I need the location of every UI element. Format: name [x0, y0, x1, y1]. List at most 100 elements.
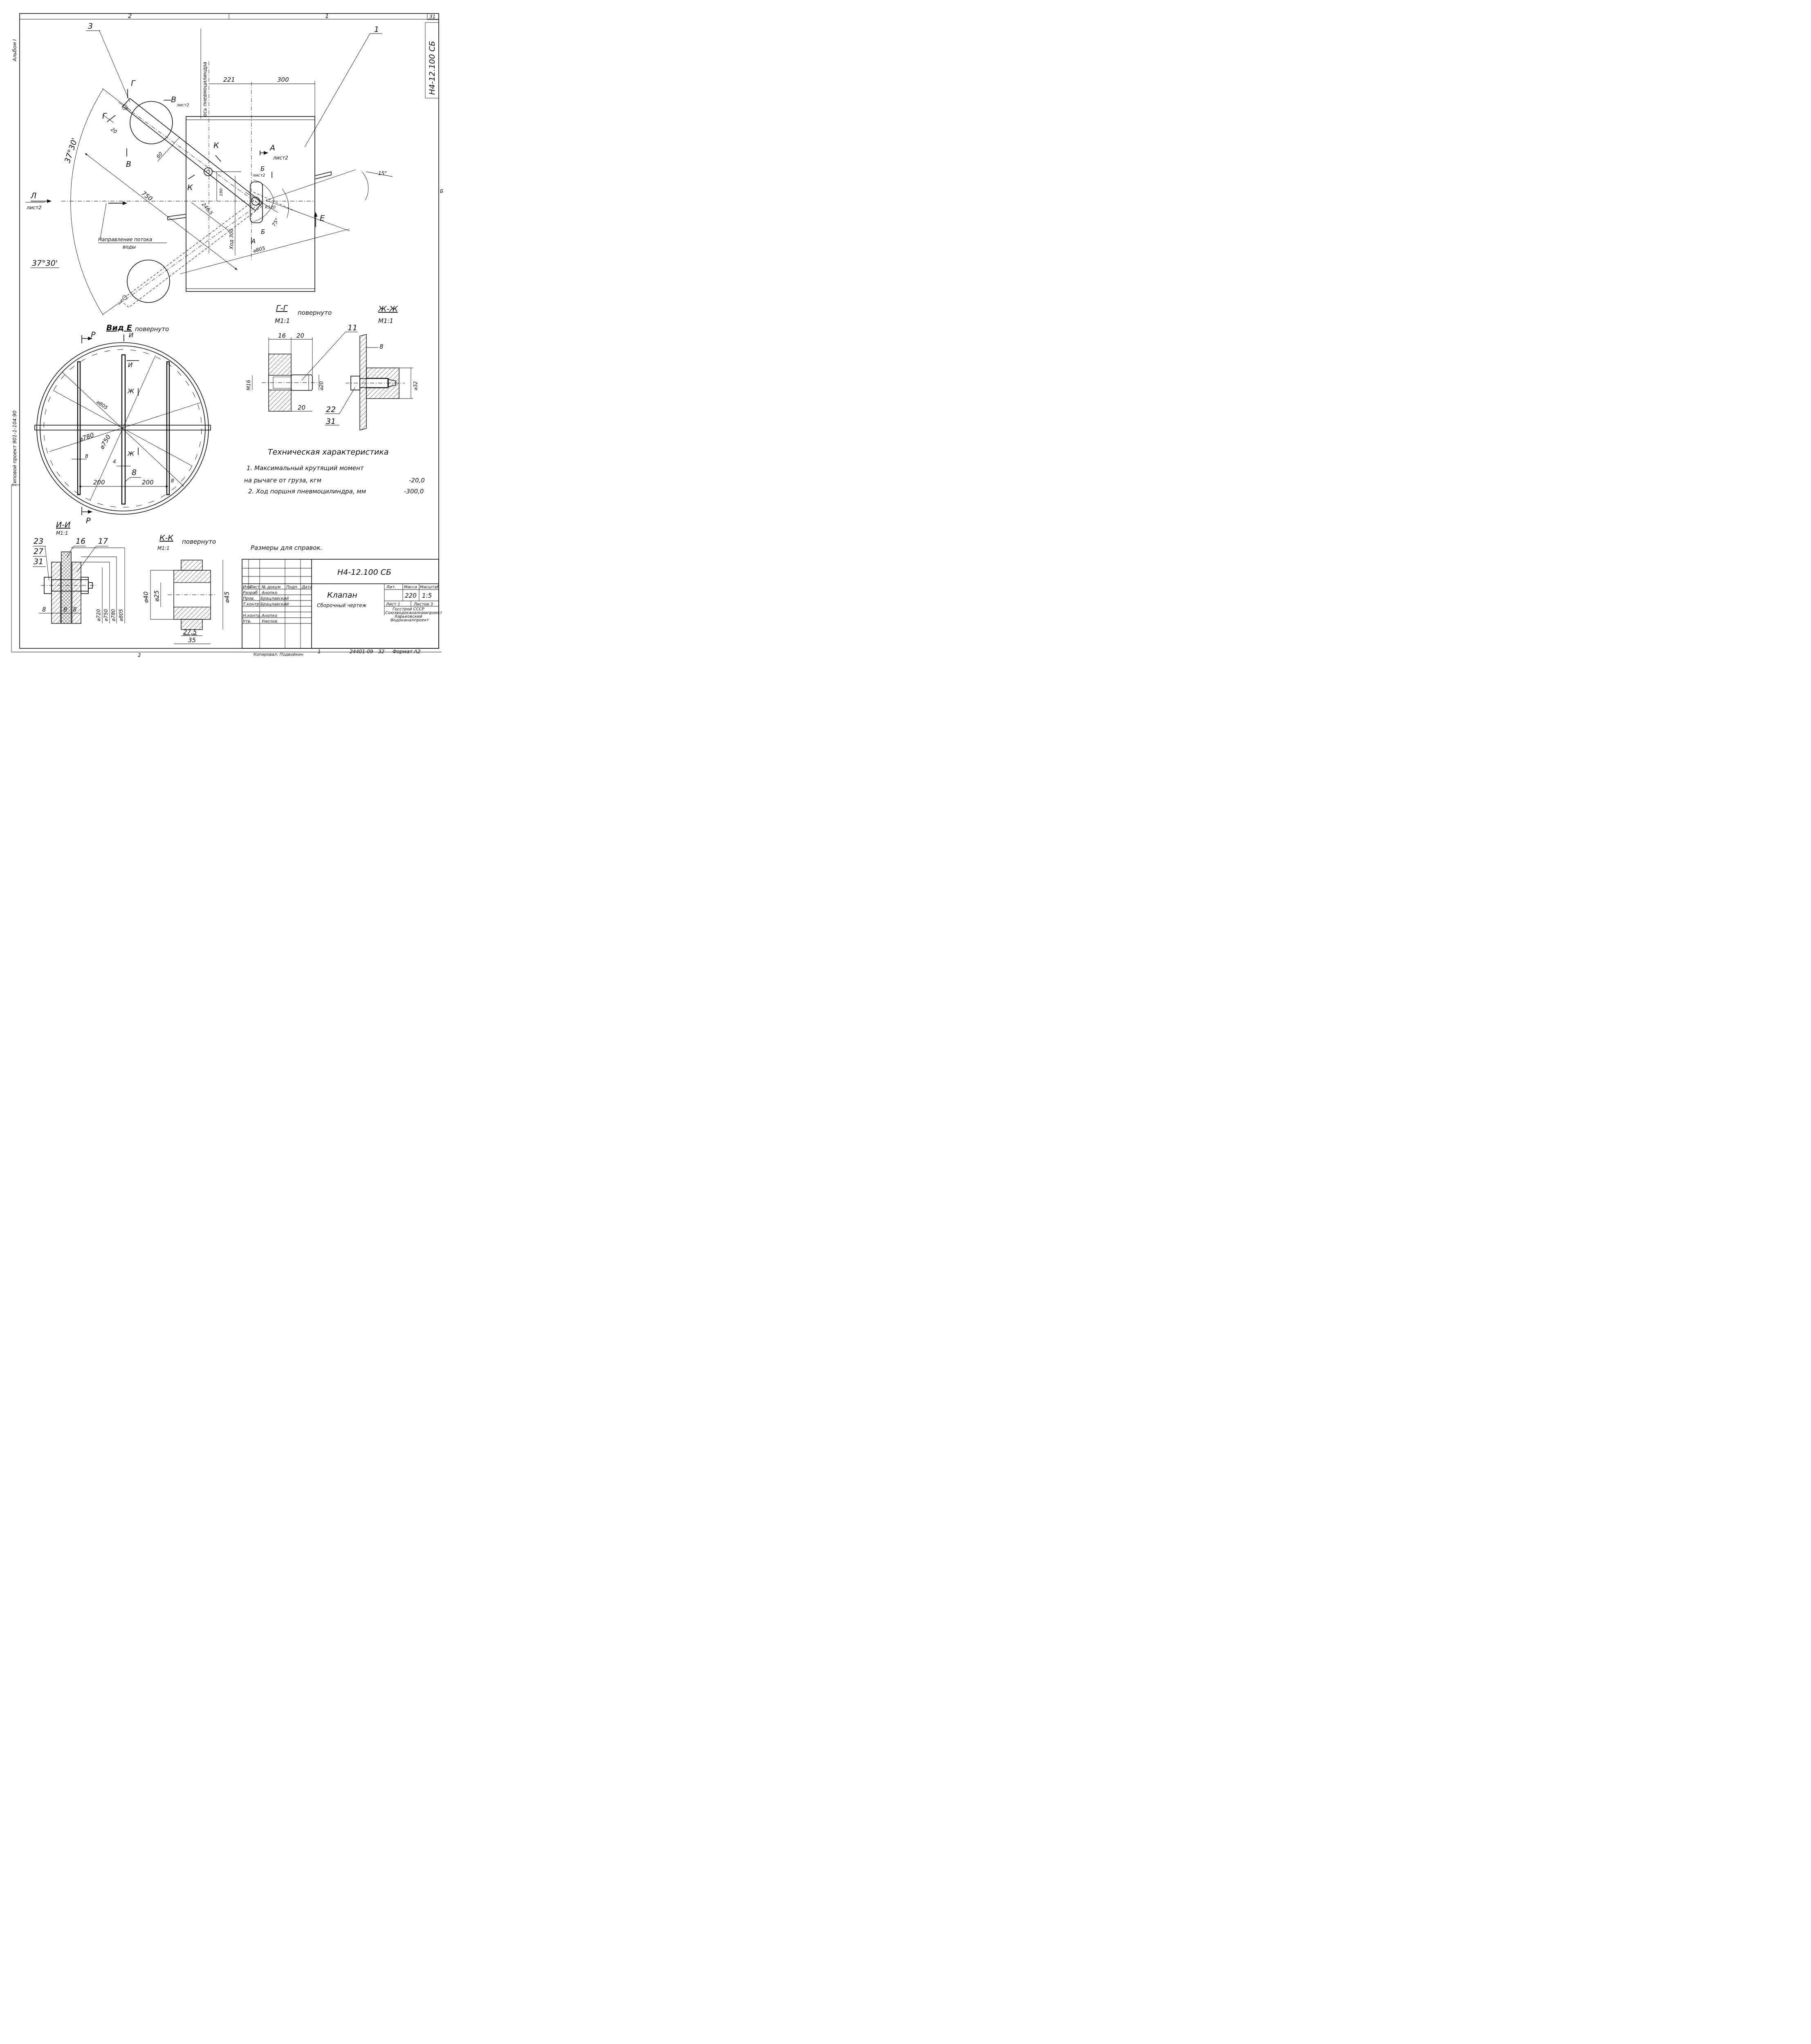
scale-label: Масштаб: [420, 585, 440, 589]
dim-r120: R120: [265, 205, 276, 210]
mass-label: Масса: [404, 585, 417, 589]
format-label: Формат А2: [393, 649, 420, 654]
col-header-izm: Изм: [243, 585, 251, 589]
title-block: Н4-12.100 СБ Клапан Сборочный чертеж Изм…: [242, 559, 443, 649]
name-2: Брацлавский: [260, 602, 289, 607]
lit-label: Лит.: [386, 585, 396, 589]
name-5: Умелев: [262, 619, 277, 624]
zone-label-bottom-right: 1: [318, 649, 321, 654]
dim-stroke-300: Ход 300: [229, 229, 234, 250]
section-a-top: А: [269, 143, 275, 152]
view-e-section-i-mid: И: [128, 361, 132, 369]
role-2: Т.контр: [243, 602, 259, 607]
dim-kk-dia25: ⌀25: [153, 590, 160, 602]
section-a-top-sheet: лист2: [273, 155, 288, 161]
callout-view-e-8: 8: [132, 468, 137, 477]
name-1: Брацлавский: [260, 596, 289, 601]
dim-2465: 246,5: [201, 202, 214, 216]
dim-kk-dia45: ⌀45: [223, 592, 231, 603]
section-l-label: Л: [30, 191, 36, 200]
callout-zhzh-22: 22: [326, 405, 336, 414]
mass-value: 220: [405, 592, 417, 599]
zone-label-top-left: 2: [128, 12, 132, 20]
dim-gg-dia20: ⌀20: [319, 381, 324, 390]
callout-gg-11: 11: [348, 323, 357, 332]
dim-805: ⌀805: [252, 245, 266, 254]
archive-number: 24401-09: [350, 649, 373, 654]
sheets-label: Листов 3: [413, 602, 433, 607]
drawing-frame: 2 1 31 Б Н4-12.100 СБ Альбом I Типовой п…: [11, 12, 443, 658]
org-line-4: Водоканалпроект: [390, 618, 429, 623]
specs-line3-label: 2. Ход поршня пневмоцилиндра, мм: [248, 488, 366, 495]
angle-15: 15°: [378, 170, 387, 176]
callout-view-e-8b: 8: [171, 478, 174, 484]
section-b-top: Б: [260, 165, 265, 173]
callout-ii-27: 27: [34, 547, 43, 556]
upper-lever: [118, 98, 263, 211]
view-e-section-zh-bottom: Ж: [127, 450, 135, 457]
section-kk-note: повернуто: [182, 538, 216, 545]
tech-specs: Техническая характеристика 1. Максимальн…: [244, 448, 425, 551]
callout-zhzh-31: 31: [326, 417, 336, 426]
zone-label-bottom-left: 2: [138, 652, 141, 658]
section-k-top: К: [213, 141, 220, 150]
dim-kk-dia40: ⌀40: [142, 592, 150, 603]
title-block-doc-code: Н4-12.100 СБ: [337, 568, 391, 577]
dim-kk-275: 27,5: [183, 628, 197, 636]
section-b-top-sheet: лист2: [252, 173, 265, 178]
callout-1: 1: [374, 25, 379, 34]
section-b-bottom: Б: [261, 228, 265, 235]
dim-kk-35: 35: [188, 637, 196, 644]
section-v-bottom: В: [126, 160, 131, 169]
angle-75: 75°: [271, 217, 280, 227]
section-ii: И-И М1:1 23 27 31 16 17 8 8 8: [33, 520, 125, 624]
view-e-section-zh-top: Ж: [127, 388, 135, 395]
section-g-top: Г: [131, 79, 136, 88]
view-e-section-r-bottom: Р: [86, 516, 91, 525]
album-label: Альбом I: [12, 39, 18, 62]
hub: [245, 169, 356, 231]
specs-line2-label: на рычаге от груза, кгм: [244, 477, 321, 484]
section-kk-title: К-К: [159, 533, 174, 542]
dim-zhzh-dia32: ⌀32: [413, 381, 418, 391]
col-header-sign: Подп: [286, 585, 298, 589]
dim-view-e-750: ⌀750: [98, 433, 112, 450]
view-e-note: повернуто: [135, 325, 169, 333]
name-0: Анопко: [261, 591, 277, 595]
zone-label-right: Б: [440, 188, 443, 194]
dim-ii-dia720: ⌀720: [96, 609, 101, 621]
col-header-list: Лист: [249, 585, 260, 589]
title-block-title: Клапан: [327, 591, 357, 600]
org-line-1: Госстрой СССР: [393, 607, 425, 612]
sheet-number: 31: [429, 14, 435, 20]
view-e: ⌀805 ⌀780 ⌀750 8 4 200 200 8 8 Вид Е пов…: [34, 323, 211, 525]
dim-gg-20: 20: [296, 332, 304, 339]
dim-view-e-200-right: 200: [142, 479, 154, 486]
section-kk-scale: М1:1: [157, 545, 170, 551]
section-gg-scale: М1:1: [275, 317, 290, 325]
archive-sheet: 32: [378, 649, 384, 654]
dim-view-e-4: 4: [113, 459, 116, 464]
dim-ii-8a: 8: [42, 606, 46, 613]
section-a-bottom: А: [251, 238, 256, 245]
view-e-section-r-top: Р: [91, 330, 96, 339]
col-header-doc: № докум: [261, 585, 281, 589]
specs-line2-value: -20,0: [409, 477, 425, 484]
col-header-date: Дата: [301, 585, 312, 589]
name-4: Анопко: [261, 614, 277, 618]
section-gg-title: Г-Г: [276, 304, 288, 313]
cylinder-axis-label: ось пневмоцилиндра: [202, 62, 208, 117]
org-line-3: Харьковский: [394, 614, 422, 619]
flow-label-line2: воды: [123, 244, 136, 250]
role-0: Разраб: [243, 590, 258, 595]
dim-ii-dia805: ⌀805: [118, 609, 124, 621]
callout-ii-16: 16: [76, 537, 85, 546]
section-gg-note: повернуто: [298, 309, 332, 316]
dim-view-e-200-left: 200: [93, 479, 105, 486]
copied-by: Копировал: Подвойкин: [254, 652, 303, 657]
section-g-left: Г: [102, 112, 107, 121]
specs-line3-value: -300,0: [404, 488, 424, 495]
dim-ii-dia780: ⌀780: [110, 609, 116, 621]
dim-221: 221: [223, 76, 235, 83]
section-zhzh: Ж-Ж М1:1 8 ⌀32 22 31: [325, 305, 418, 430]
